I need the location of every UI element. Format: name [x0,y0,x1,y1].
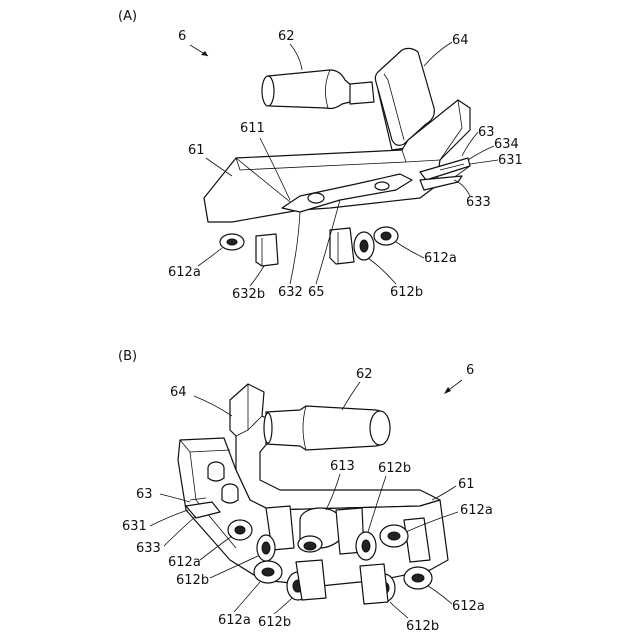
label-62-b: 62 [356,367,373,382]
leader-632b [250,266,264,286]
label-612b-bottom-b: 612b [258,615,291,630]
leader-612a-right [396,242,424,258]
leader-634 [468,146,494,160]
label-612a-right-b: 612a [460,503,493,518]
label-612a-left: 612a [168,265,201,280]
figure-b-ref-6: 6 [466,363,474,378]
label-634: 634 [494,137,519,152]
label-612a-bottom-b: 612a [218,613,251,628]
label-632: 632 [278,285,303,300]
block-632b [256,234,278,266]
label-612b-top: 612b [378,461,411,476]
handle-62 [262,70,374,109]
leader-62-b [342,382,360,410]
leader-612b-bottom-b [274,598,292,614]
label-612a-left-b: 612a [168,555,201,570]
label-63-b: 63 [136,487,153,502]
leader-612a-bottom-right-b [428,586,452,604]
label-631: 631 [498,153,523,168]
handle-62-b [264,406,390,450]
label-612b: 612b [390,285,423,300]
label-65: 65 [308,285,325,300]
leader-632 [290,212,300,284]
figure-a-ref-6: 6 [178,29,186,44]
label-611: 611 [240,121,265,136]
label-62: 62 [278,29,295,44]
label-61-b: 61 [458,477,475,492]
figure-a-arrowhead [201,51,208,56]
label-612b-bottom-right-b: 612b [406,619,439,634]
leader-612b [368,258,396,284]
label-612a-bottom-right-b: 612a [452,599,485,614]
label-613: 613 [330,459,355,474]
leader-62 [290,44,302,70]
block-612b [330,228,354,264]
label-631-b: 631 [122,519,147,534]
label-63: 63 [478,125,495,140]
label-64: 64 [452,33,469,48]
figure-b-panel-label: (B) [118,349,137,364]
leader-64 [424,42,452,66]
label-612a-right: 612a [424,251,457,266]
figure-b-arrowhead [444,387,451,394]
leader-61-b [432,486,456,500]
leader-612b-bottom-right-b [390,602,408,618]
figure-b: (B) 6 [118,349,493,634]
label-612b-left-b: 612b [176,573,209,588]
figure-a-panel-label: (A) [118,9,137,24]
leader-631 [470,160,498,164]
label-61: 61 [188,143,205,158]
leader-64-b [194,396,232,416]
figure-a: (A) 6 [118,9,523,302]
leader-612a-bottom-b [234,582,260,612]
label-633: 633 [466,195,491,210]
leader-612a-left [198,248,222,266]
leader-631-b [150,510,188,526]
label-64-b: 64 [170,385,187,400]
leader-633-b [164,516,196,546]
label-632b: 632b [232,287,265,302]
label-633-b: 633 [136,541,161,556]
